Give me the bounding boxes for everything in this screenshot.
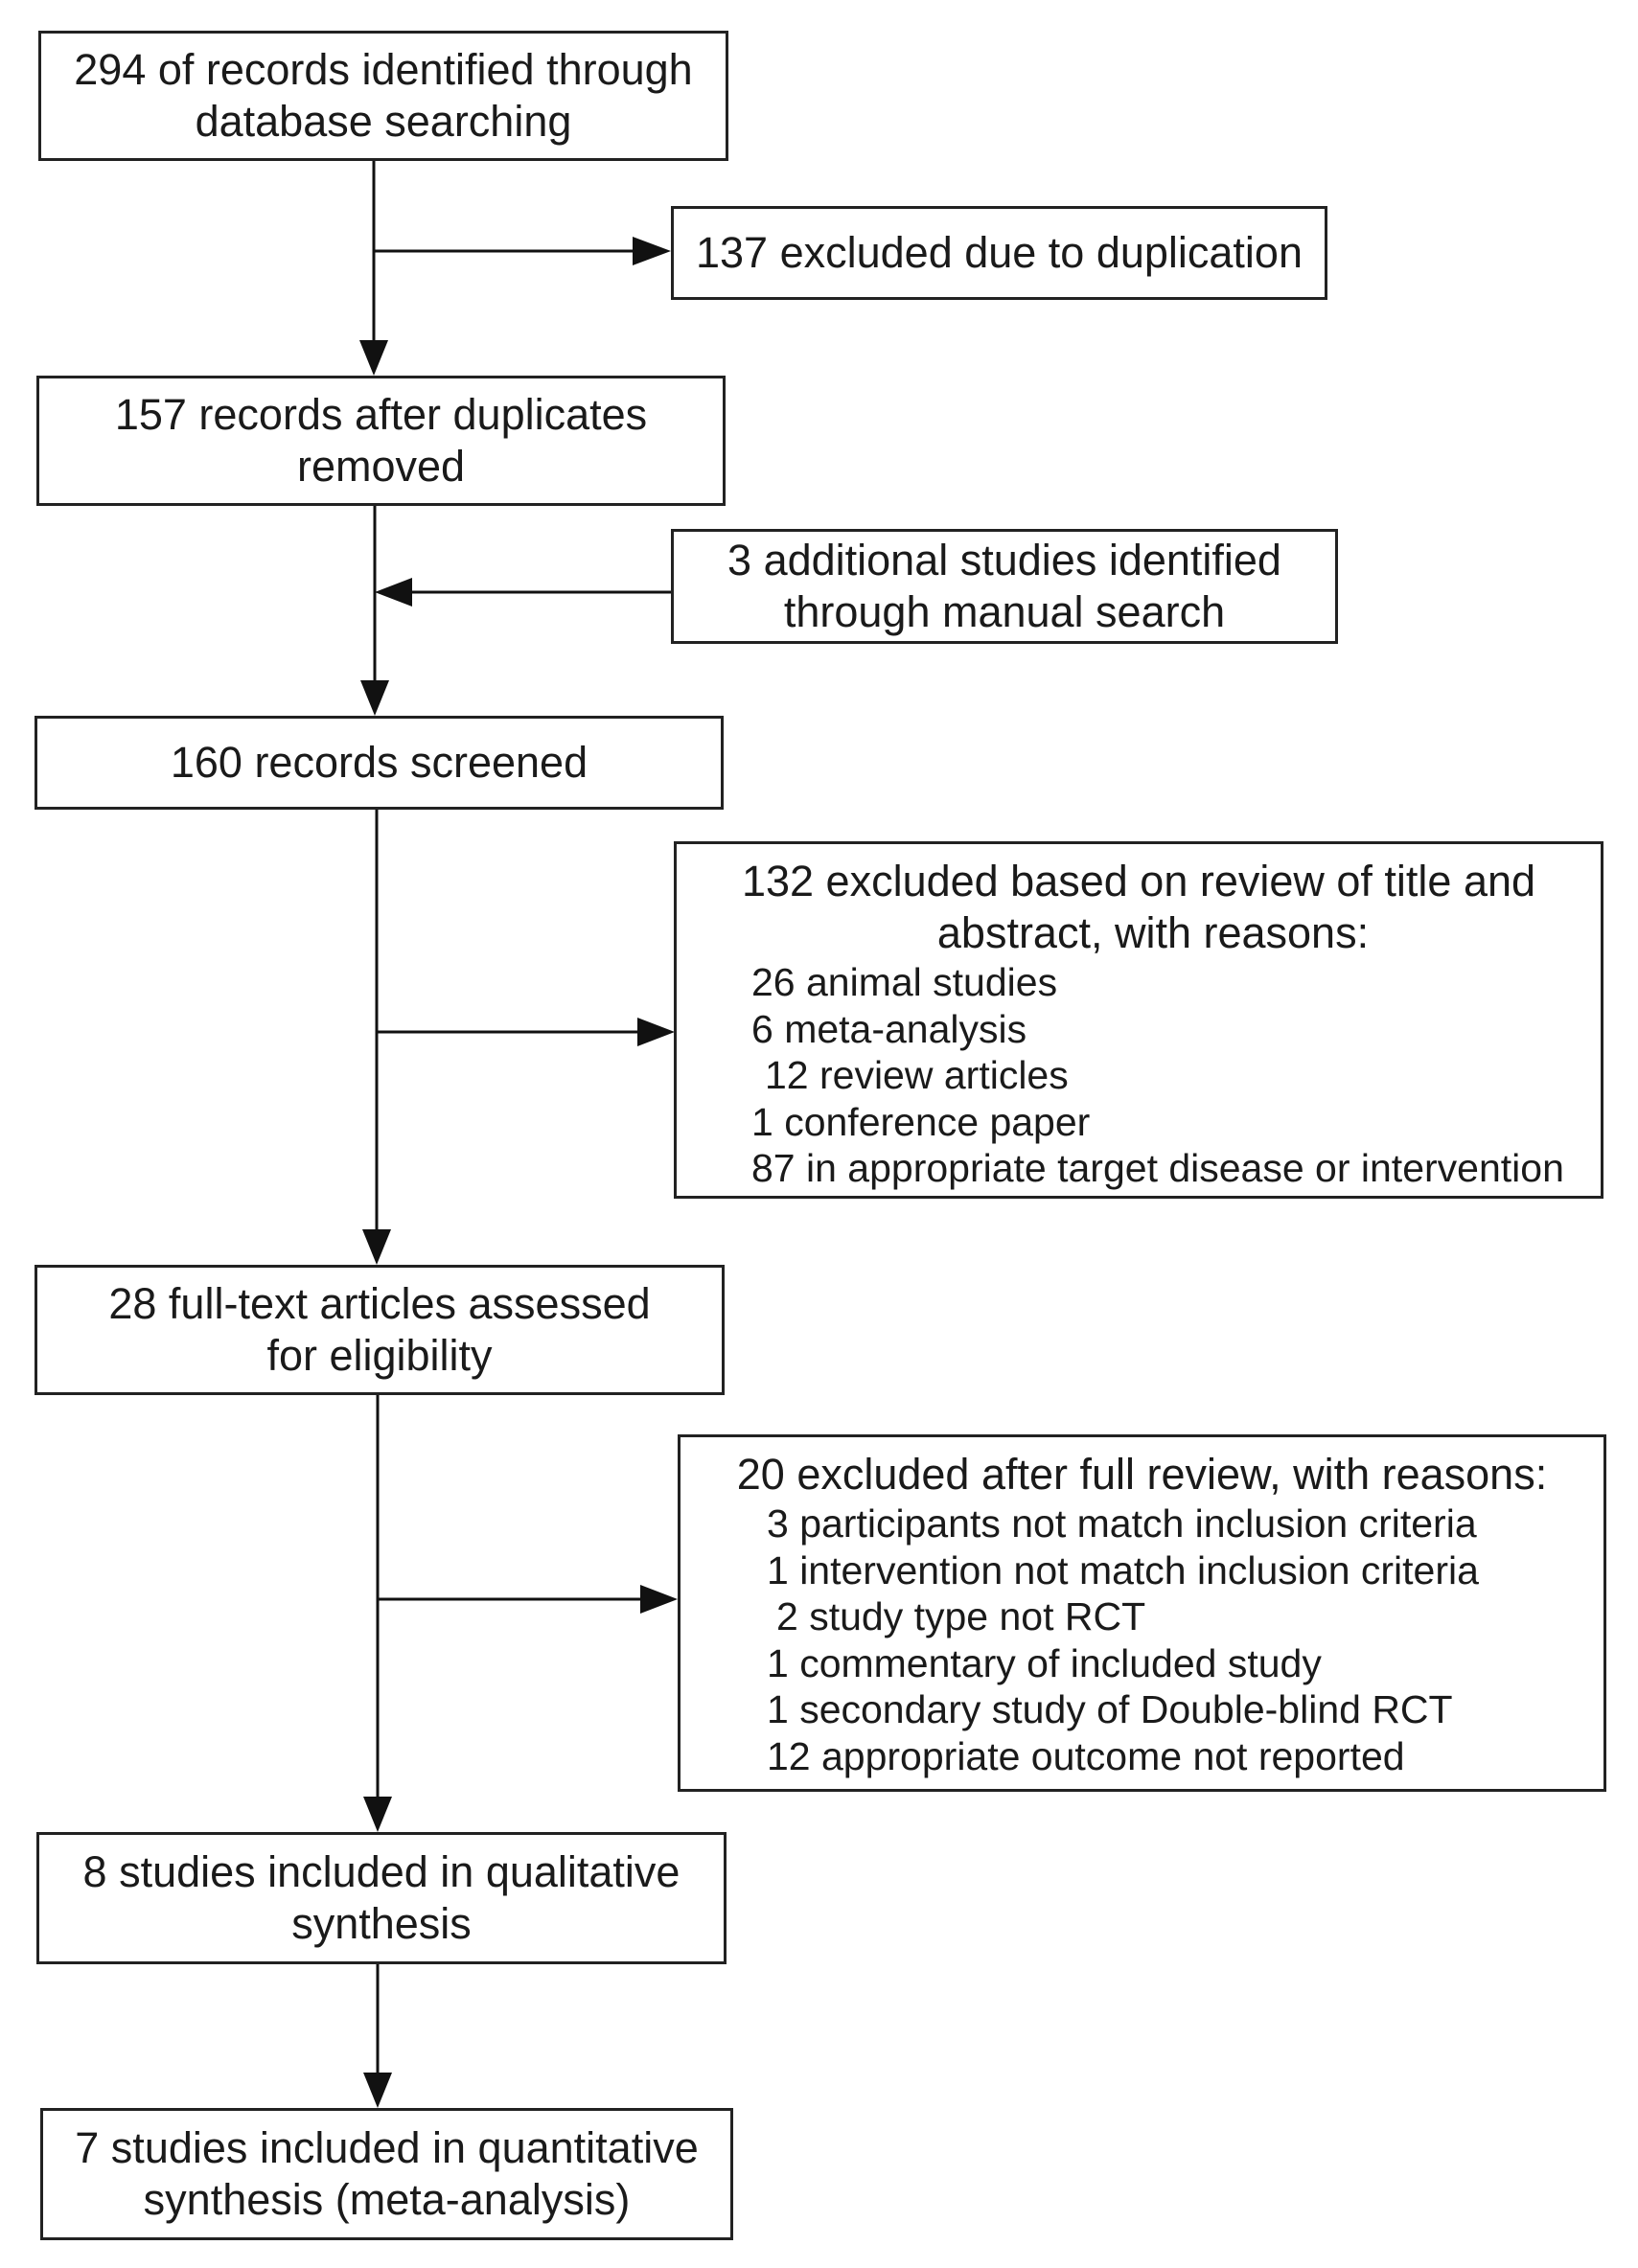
fulltext-reason-item: 2 study type not RCT	[776, 1594, 1146, 1638]
arrowhead-screened	[360, 680, 389, 716]
fulltext-excluded-heading: 20 excluded after full review, with reas…	[736, 1450, 1548, 1499]
fulltext-reason-item: 1 secondary study of Double-blind RCT	[767, 1687, 1453, 1731]
fulltext-excluded-box: 20 excluded after full review, with reas…	[678, 1434, 1606, 1792]
records-screened-box: 160 records screened	[35, 716, 724, 810]
arrowhead-fulltext-excluded	[640, 1585, 678, 1614]
quantitative-synthesis-box: 7 studies included in quantitative synth…	[40, 2108, 733, 2240]
arrowhead-after-duplicates	[359, 340, 388, 376]
fulltext-assessed-box: 28 full-text articles assessed for eligi…	[35, 1265, 725, 1395]
title-abstract-excluded-heading-2: abstract, with reasons:	[936, 908, 1370, 957]
fulltext-assessed-line-1: 28 full-text articles assessed	[108, 1279, 651, 1328]
fulltext-assessed-line-2: for eligibility	[266, 1331, 493, 1380]
arrowhead-qualitative	[363, 1797, 392, 1832]
title-abstract-reason-item: 1 conference paper	[751, 1099, 1091, 1144]
fulltext-reason-item: 1 intervention not match inclusion crite…	[767, 1547, 1479, 1592]
fulltext-reason-item: 3 participants not match inclusion crite…	[767, 1501, 1477, 1546]
arrowhead-manual-search	[375, 578, 412, 607]
manual-search-box: 3 additional studies identified through …	[671, 529, 1338, 644]
records-after-duplicates-line-2: removed	[296, 442, 466, 491]
manual-search-line-2: through manual search	[783, 587, 1226, 636]
arrowhead-quantitative	[363, 2073, 392, 2108]
duplicates-excluded-line-1: 137 excluded due to duplication	[696, 228, 1303, 277]
fulltext-reason-item: 1 commentary of included study	[767, 1640, 1322, 1685]
duplicates-excluded-box: 137 excluded due to duplication	[671, 206, 1327, 300]
records-identified-line-1: 294 of records identified through	[74, 45, 693, 94]
title-abstract-excluded-heading-1: 132 excluded based on review of title an…	[741, 857, 1536, 905]
title-abstract-reason-item: 87 in appropriate target disease or inte…	[751, 1146, 1564, 1190]
quantitative-synthesis-line-1: 7 studies included in quantitative	[75, 2123, 699, 2172]
records-identified-box: 294 of records identified through databa…	[38, 31, 728, 161]
fulltext-reason-item: 12 appropriate outcome not reported	[767, 1733, 1405, 1778]
arrowhead-title-abstract-excluded	[637, 1018, 675, 1046]
title-abstract-excluded-box: 132 excluded based on review of title an…	[674, 841, 1603, 1199]
qualitative-synthesis-line-1: 8 studies included in qualitative	[82, 1847, 681, 1896]
quantitative-synthesis-line-2: synthesis (meta-analysis)	[143, 2175, 631, 2224]
records-identified-line-2: database searching	[195, 97, 572, 146]
records-after-duplicates-line-1: 157 records after duplicates	[114, 390, 648, 439]
manual-search-line-1: 3 additional studies identified	[727, 536, 1281, 584]
title-abstract-reason-item: 6 meta-analysis	[751, 1006, 1027, 1051]
records-screened-line-1: 160 records screened	[170, 738, 588, 787]
title-abstract-reason-item: 12 review articles	[765, 1053, 1069, 1097]
arrowhead-fulltext	[362, 1229, 391, 1265]
title-abstract-reason-item: 26 animal studies	[751, 960, 1058, 1004]
qualitative-synthesis-box: 8 studies included in qualitative synthe…	[36, 1832, 727, 1964]
arrowhead-duplicates-excluded	[633, 237, 671, 265]
records-after-duplicates-box: 157 records after duplicates removed	[36, 376, 726, 506]
qualitative-synthesis-line-2: synthesis	[291, 1899, 472, 1948]
